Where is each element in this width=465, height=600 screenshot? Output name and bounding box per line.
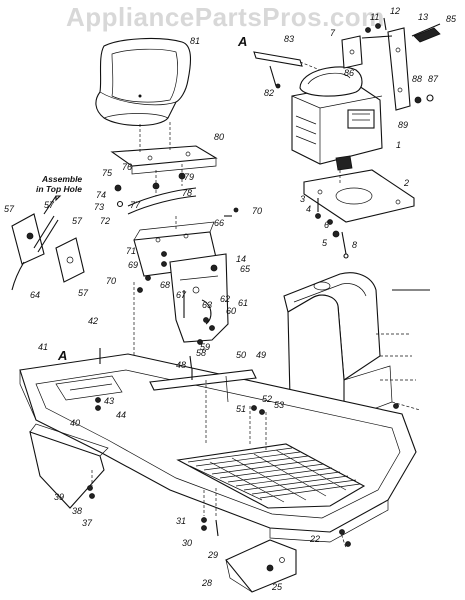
engine-mount-plate: [303, 169, 415, 223]
bottom-hardware: [201, 488, 219, 537]
callout-43: 43: [104, 396, 114, 406]
reference-a-top: A: [237, 34, 247, 49]
callout-70-b: 70: [106, 276, 116, 286]
callout-57-c: 57: [72, 216, 83, 226]
callout-3: 3: [300, 194, 305, 204]
callout-41: 41: [38, 342, 48, 352]
callout-70-a: 70: [252, 206, 262, 216]
callout-64: 64: [30, 290, 40, 300]
callout-58: 58: [196, 348, 206, 358]
fender-shroud: [283, 272, 430, 421]
bottom-bracket: [225, 529, 351, 593]
callout-13: 13: [418, 12, 428, 22]
callout-71: 71: [126, 246, 136, 256]
frame-footrest: [19, 348, 417, 543]
callout-22: 22: [309, 534, 320, 544]
callout-67: 67: [176, 290, 187, 300]
callout-57-a: 57: [4, 204, 15, 214]
callout-81: 81: [190, 36, 200, 46]
callout-74: 74: [96, 190, 106, 200]
callout-51: 51: [236, 404, 246, 414]
seat-spring-assembly: [114, 164, 197, 215]
callout-72: 72: [100, 216, 110, 226]
callout-2: 2: [403, 178, 409, 188]
assemble-note-line1: Assemble: [41, 174, 82, 184]
callout-63: 63: [202, 300, 212, 310]
callout-4: 4: [306, 204, 311, 214]
seat-bracket: [110, 122, 218, 175]
callout-53: 53: [274, 400, 284, 410]
callout-29: 29: [207, 550, 218, 560]
callout-83: 83: [284, 34, 294, 44]
callout-89: 89: [398, 120, 408, 130]
callout-1: 1: [396, 140, 401, 150]
callout-68: 68: [160, 280, 170, 290]
callout-37: 37: [82, 518, 93, 528]
callout-12: 12: [390, 6, 400, 16]
callout-75: 75: [102, 168, 113, 178]
callout-88: 88: [412, 74, 422, 84]
callout-62: 62: [220, 294, 230, 304]
callout-6: 6: [324, 220, 329, 230]
reference-a-bottom: A: [57, 348, 67, 363]
callout-69: 69: [128, 260, 138, 270]
callout-40: 40: [70, 418, 80, 428]
lever-detail-assembly: [11, 195, 85, 291]
callout-85: 85: [446, 14, 457, 24]
callout-79: 79: [184, 172, 194, 182]
callout-numbers: 1 2 3 4 5 6 7 8 11 12 13 14 22 25 28 29 …: [4, 6, 457, 592]
callout-11: 11: [370, 12, 379, 22]
callout-5: 5: [322, 238, 328, 248]
callout-7: 7: [330, 28, 336, 38]
callout-82: 82: [264, 88, 274, 98]
callout-65: 65: [240, 264, 251, 274]
callout-25: 25: [271, 582, 283, 592]
seat: [95, 38, 192, 126]
callout-28: 28: [201, 578, 212, 588]
callout-49: 49: [256, 350, 266, 360]
callout-66: 66: [214, 218, 224, 228]
callout-44: 44: [116, 410, 126, 420]
engine: [291, 66, 383, 171]
callout-8: 8: [352, 240, 357, 250]
callout-60: 60: [226, 306, 236, 316]
callout-78: 78: [182, 188, 192, 198]
callout-48: 48: [176, 360, 186, 370]
callout-42: 42: [88, 316, 98, 326]
callout-52: 52: [262, 394, 272, 404]
callout-31: 31: [176, 516, 186, 526]
callout-50: 50: [236, 350, 246, 360]
callout-38: 38: [72, 506, 82, 516]
callout-59: 59: [200, 342, 210, 352]
watermark-text: AppliancePartsPros.com: [66, 2, 385, 32]
engine-mount-hardware: [315, 198, 349, 259]
throttle-bracket-assembly: [253, 17, 441, 111]
callout-76: 76: [122, 162, 132, 172]
callout-14: 14: [236, 254, 246, 264]
callout-39: 39: [54, 492, 64, 502]
callout-57-d: 57: [78, 288, 89, 298]
callout-77: 77: [130, 200, 141, 210]
callout-73: 73: [94, 202, 104, 212]
callout-61: 61: [238, 298, 248, 308]
callout-86: 86: [344, 68, 354, 78]
callout-80: 80: [214, 132, 224, 142]
callout-87: 87: [428, 74, 439, 84]
control-bracket-assembly: [133, 207, 239, 380]
callout-30: 30: [182, 538, 192, 548]
left-skirt-panel: [29, 423, 109, 509]
callout-57-b: 57: [44, 200, 55, 210]
assemble-note-line2: in Top Hole: [36, 184, 82, 194]
